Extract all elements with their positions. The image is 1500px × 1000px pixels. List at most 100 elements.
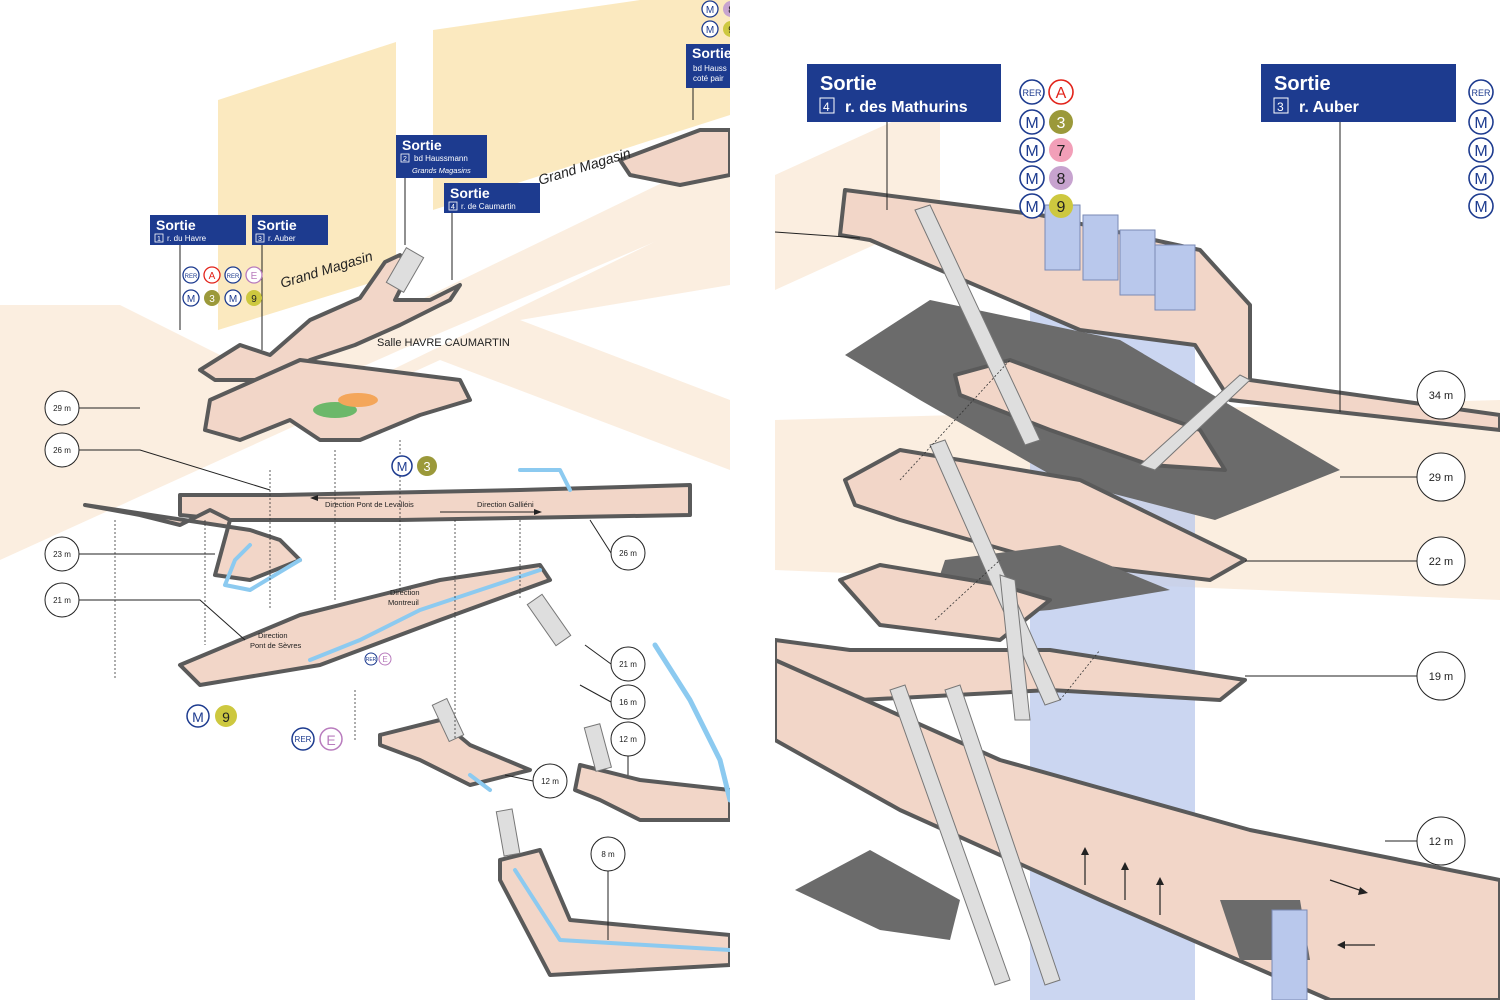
salle-label: Salle HAVRE CAUMARTIN [377, 337, 510, 349]
svg-text:Sortie: Sortie [402, 137, 442, 153]
level-marker-12r: 12 m [1385, 816, 1466, 866]
connector-long [652, 642, 730, 803]
street-area [0, 205, 730, 560]
rer-e-badge: RER E [291, 727, 343, 751]
svg-text:Sortie: Sortie [1274, 73, 1331, 95]
sortie-sign-auber: Sortie 3 r. Auber [1261, 64, 1456, 122]
svg-text:E: E [382, 655, 387, 664]
escalator-1 [385, 246, 425, 294]
svg-text:r. du Havre: r. du Havre [167, 234, 207, 243]
platform-line3 [178, 483, 692, 522]
svg-text:E: E [251, 271, 258, 282]
sortie-sign-2: Sortie 2 bd Haussmann Grands Magasins [396, 135, 487, 178]
corridor-12m-b [573, 763, 730, 822]
platform-exit-hauss [618, 128, 730, 187]
svg-text:r. des Mathurins: r. des Mathurins [845, 99, 968, 116]
sortie-sign-4: Sortie 4 r. de Caumartin [444, 183, 540, 213]
svg-text:9: 9 [251, 294, 257, 305]
svg-text:RER: RER [227, 274, 240, 280]
svg-text:E: E [326, 732, 335, 748]
svg-text:A: A [209, 271, 216, 282]
direction-montreuil-1: Direction [390, 588, 420, 597]
svg-text:M: M [706, 5, 714, 16]
svg-text:12 m: 12 m [1429, 836, 1453, 848]
svg-text:M: M [1474, 171, 1487, 188]
escalator-5 [583, 723, 613, 772]
line9-badge: M 9 [186, 704, 237, 728]
svg-text:M: M [1474, 143, 1487, 160]
svg-text:Sortie: Sortie [450, 185, 490, 201]
svg-text:19 m: 19 m [1429, 671, 1453, 683]
level-marker-12: 12 m [610, 721, 646, 775]
svg-text:bd Hauss: bd Hauss [693, 64, 727, 73]
platform-salle [203, 358, 472, 442]
level-marker-29: 29 m [44, 390, 140, 426]
svg-text:8: 8 [1057, 171, 1066, 188]
svg-text:3: 3 [1277, 100, 1284, 114]
svg-text:7: 7 [1057, 143, 1066, 160]
svg-text:3: 3 [209, 294, 215, 305]
svg-text:M: M [1474, 199, 1487, 216]
svg-text:12 m: 12 m [619, 735, 637, 744]
level-marker-19r: 19 m [1245, 651, 1466, 701]
connector-1 [223, 543, 302, 592]
connector-8m [513, 868, 730, 952]
connector-3 [518, 468, 572, 492]
svg-text:1: 1 [157, 236, 161, 243]
svg-text:9: 9 [222, 709, 230, 725]
svg-text:r. Auber: r. Auber [1299, 99, 1359, 116]
corridor-8m [498, 848, 730, 977]
svg-text:12 m: 12 m [541, 777, 559, 786]
svg-text:8 m: 8 m [601, 850, 615, 859]
sortie-sign-hauss: Sortie bd Hauss coté pair [686, 44, 730, 88]
escalator-4 [495, 808, 521, 857]
svg-text:21 m: 21 m [619, 660, 637, 669]
svg-text:8: 8 [728, 5, 734, 16]
direction-montreuil-2: Montreuil [388, 598, 419, 607]
svg-text:M: M [1025, 115, 1038, 132]
left-panel: Sortie 1 r. du Havre Sortie 3 r. Auber S… [0, 0, 734, 977]
svg-text:Sortie: Sortie [257, 217, 297, 233]
svg-text:34 m: 34 m [1429, 390, 1453, 402]
svg-text:21 m: 21 m [53, 596, 71, 605]
level-29m-platform [953, 358, 1227, 472]
svg-text:M: M [1474, 115, 1487, 132]
svg-text:bd Haussmann: bd Haussmann [414, 154, 468, 163]
svg-text:29 m: 29 m [1429, 472, 1453, 484]
direction-sevres-2: Pont de Sèvres [250, 641, 302, 650]
svg-text:26 m: 26 m [619, 549, 637, 558]
connector-2 [308, 568, 542, 662]
level-marker-34: 34 m [1416, 370, 1466, 420]
line-badges-mathurins: RER A M 3 M 7 M 8 M 9 [1019, 79, 1074, 219]
svg-text:29 m: 29 m [53, 404, 71, 413]
line-badges-auber: RER M M M M [1468, 79, 1494, 219]
svg-text:M: M [397, 459, 408, 474]
level-19m-a [838, 563, 1052, 642]
svg-text:M: M [187, 294, 195, 305]
svg-text:3: 3 [258, 236, 262, 243]
vertical-connections-right [899, 359, 1101, 701]
line-badges-top: RER A RER E M 3 M 9 [182, 266, 263, 307]
svg-text:3: 3 [1057, 115, 1066, 132]
svg-text:r. Auber: r. Auber [268, 234, 296, 243]
level-22m [843, 448, 1247, 582]
svg-text:RER: RER [366, 657, 377, 663]
svg-text:RER: RER [1471, 88, 1491, 98]
svg-text:RER: RER [1022, 88, 1042, 98]
level-marker-21b: 21 m [584, 644, 646, 682]
svg-text:M: M [229, 294, 237, 305]
svg-text:RER: RER [295, 735, 312, 744]
lower-slab [795, 850, 960, 940]
connector-12m [468, 773, 492, 792]
svg-text:4: 4 [823, 100, 830, 114]
platform-line9 [178, 563, 552, 687]
svg-text:Sortie: Sortie [820, 73, 877, 95]
line3-badge: M 3 [391, 455, 437, 477]
level-marker-12b: 12 m [504, 763, 568, 799]
right-panel: Sortie 4 r. des Mathurins Sortie 3 r. Au… [775, 64, 1500, 1000]
elevator-cab-4 [1154, 244, 1196, 311]
sortie-sign-mathurins: Sortie 4 r. des Mathurins [807, 64, 1001, 122]
level-marker-8: 8 m [590, 836, 626, 940]
level-marker-26: 26 m [44, 432, 271, 491]
